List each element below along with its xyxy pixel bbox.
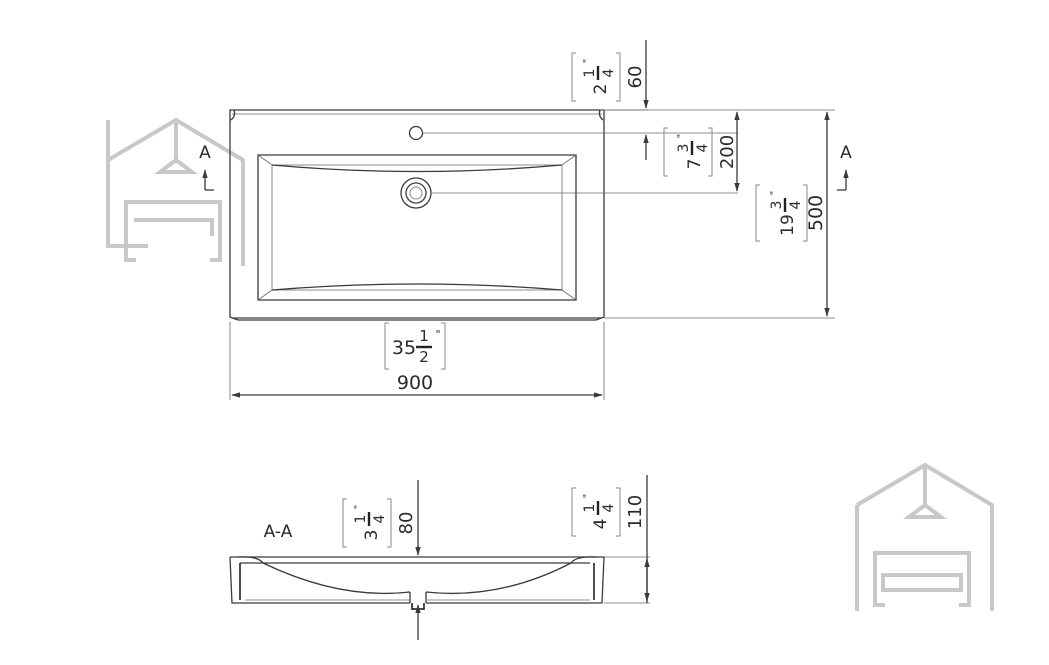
section-marker-label-right: A [840,143,852,163]
bowl-depth-inch-num: 1 [353,515,369,524]
basin-top-view [229,109,605,321]
depth-inch-den: 4 [788,200,804,209]
width-inch-mark: " [435,328,440,341]
bowl-depth-mm-label: 80 [396,512,417,535]
height-mm-label: 110 [625,495,646,529]
tap-inch-mark: " [582,59,593,64]
depth-dimension: 500 19 3 4 " [755,111,830,317]
height-inch-whole: 4 [591,519,611,530]
drain-distance-dimension: 200 7 3 4 " [663,111,740,192]
section-extension-lines [604,556,650,604]
width-inch-num: 1 [419,327,429,345]
section-label: A-A [264,522,293,542]
drain-center [409,186,423,200]
bowl-depth-dimension: 80 3 1 4 " [342,480,421,640]
width-mm-label: 900 [397,372,433,394]
width-inch-den: 2 [419,348,429,366]
drain-mm-label: 200 [717,135,738,169]
tap-inch-den: 4 [601,68,617,77]
drain-inner [405,182,427,204]
section-marker-right: A [837,143,852,191]
drain-inch-whole: 7 [685,159,705,170]
bowl-depth-inch-whole: 3 [362,530,382,541]
width-inch-whole: 35 [392,337,416,359]
depth-inch-mark: " [769,191,780,196]
drain-inch-mark: " [676,134,687,139]
basin-section-view [229,556,605,610]
tap-hole [408,125,424,141]
depth-inch-whole: 19 [778,214,798,236]
tap-distance-dimension: 60 2 1 4 " [571,40,649,160]
section-marker-label-left: A [199,143,211,163]
bowl-depth-inch-mark: " [353,505,364,510]
bowl-depth-inch-den: 4 [372,514,388,523]
width-dimension: 900 35 1 2 " [231,322,603,398]
section-marker-left: A [199,143,214,191]
height-dimension: 110 4 1 4 " [571,475,650,603]
tap-inch-num: 1 [582,69,598,78]
extension-lines [229,109,835,400]
tap-inch-whole: 2 [591,84,611,95]
drain-inch-den: 4 [695,143,711,152]
height-inch-num: 1 [582,504,598,513]
height-inch-mark: " [582,494,593,499]
tap-mm-label: 60 [625,66,646,89]
drain-inch-num: 3 [676,144,692,153]
house-sofa-logo-icon [855,462,994,611]
depth-mm-label: 500 [805,195,827,231]
depth-inch-num: 3 [769,201,785,210]
house-sofa-logo-icon [106,117,245,266]
height-inch-den: 4 [601,503,617,512]
